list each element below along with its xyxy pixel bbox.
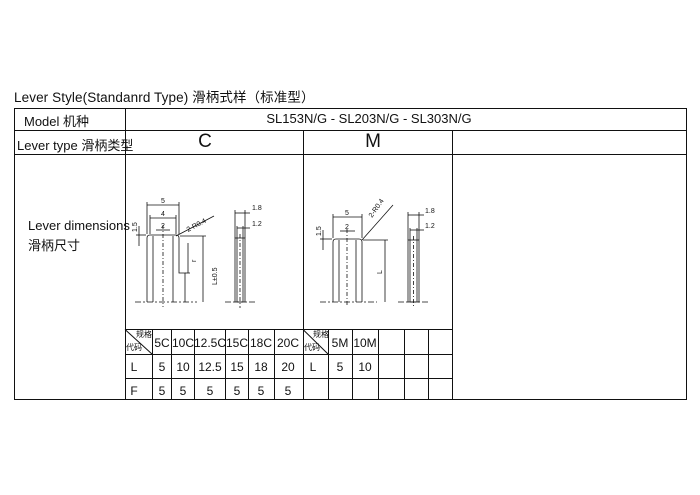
c-header-18c: 18C (249, 336, 273, 350)
c-F-20c: 5 (284, 384, 292, 398)
c-dim-r: r (191, 259, 198, 262)
c-corner-code: 代码 (126, 343, 142, 352)
m-dim-2: 2 (345, 224, 349, 231)
c-L-10c: 10 (176, 360, 190, 374)
c-header-10c: 10C (171, 336, 195, 350)
c-L-15c: 15 (230, 360, 244, 374)
row-label-L-c: L (130, 360, 138, 374)
c-L-18c: 18 (254, 360, 268, 374)
c-dim-1-8: 1.8 (252, 205, 262, 212)
page-title: Lever Style(Standanrd Type) 滑柄式样（标准型） (14, 90, 315, 105)
c-F-10c: 5 (179, 384, 187, 398)
m-L-10m: 10 (358, 360, 372, 374)
m-dim-5: 5 (345, 210, 349, 217)
c-header-15c: 15C (225, 336, 249, 350)
row-label-F-c: F (130, 384, 138, 398)
c-L-20c: 20 (281, 360, 295, 374)
c-header-5c: 5C (154, 336, 170, 350)
m-header-5m: 5M (331, 336, 349, 350)
row-label-L-m: L (309, 360, 317, 374)
lever-type-m: M (365, 131, 381, 152)
c-corner-spec: 规格 (136, 330, 152, 339)
c-dim-L: L±0.5 (212, 267, 219, 285)
c-dim-5: 5 (161, 198, 165, 205)
m-header-10m: 10M (353, 336, 377, 350)
m-dim-L: L (377, 270, 384, 274)
c-L-12-5c: 12.5 (198, 360, 222, 374)
c-F-12-5c: 5 (206, 384, 214, 398)
c-dim-1-2: 1.2 (252, 221, 262, 228)
m-dim-1-2: 1.2 (425, 223, 435, 230)
c-dim-4: 4 (161, 211, 165, 218)
c-F-15c: 5 (233, 384, 241, 398)
model-value: SL153N/G - SL203N/G - SL303N/G (266, 111, 472, 126)
c-L-5c: 5 (158, 360, 166, 374)
model-label: Model 机种 (24, 114, 90, 129)
c-header-12-5c: 12.5C (193, 336, 227, 350)
c-F-5c: 5 (158, 384, 166, 398)
lever-type-label: Lever type 滑柄类型 (17, 138, 134, 153)
lever-type-c: C (198, 131, 212, 152)
c-F-18c: 5 (257, 384, 265, 398)
m-dim-1-8: 1.8 (425, 208, 435, 215)
lever-dimensions-label: Lever dimensions (28, 218, 130, 233)
m-corner-spec: 规格 (313, 330, 329, 339)
c-dim-1-5: 1.5 (132, 222, 139, 232)
m-L-5m: 5 (336, 360, 344, 374)
m-corner-code: 代码 (304, 343, 320, 352)
c-dim-2: 2 (161, 223, 165, 230)
c-header-20c: 20C (276, 336, 300, 350)
m-dim-1-5: 1.5 (316, 226, 323, 236)
lever-dimensions-label-cn: 滑柄尺寸 (28, 238, 81, 253)
